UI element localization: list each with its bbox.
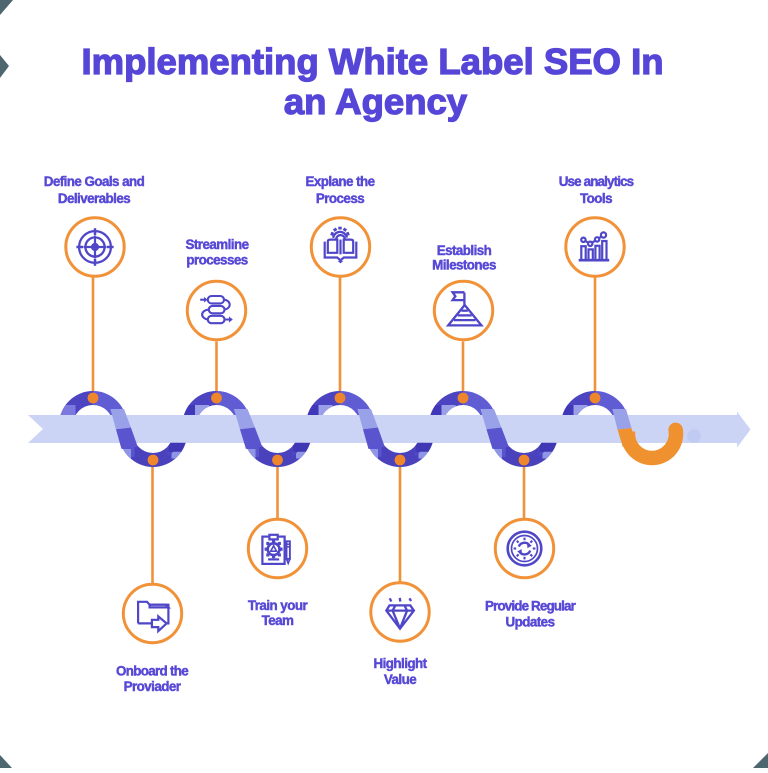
- svg-text:Process: Process: [316, 191, 364, 206]
- svg-text:Team: Team: [262, 613, 294, 628]
- svg-text:Proviader: Proviader: [124, 679, 182, 694]
- svg-text:Value: Value: [384, 672, 416, 687]
- svg-text:Implementing White Label SEO I: Implementing White Label SEO In: [81, 41, 663, 82]
- svg-text:Onboard the: Onboard the: [116, 664, 188, 679]
- svg-text:processes: processes: [186, 253, 247, 268]
- svg-text:Explane the: Explane the: [305, 174, 374, 189]
- svg-text:Milestones: Milestones: [432, 258, 496, 273]
- svg-text:Updates: Updates: [506, 615, 555, 630]
- svg-text:Tools: Tools: [580, 191, 612, 206]
- svg-text:an Agency: an Agency: [284, 81, 468, 122]
- svg-text:Streamline: Streamline: [186, 237, 249, 252]
- svg-text:Highlight: Highlight: [373, 656, 427, 671]
- svg-text:Define Goals and: Define Goals and: [44, 174, 145, 189]
- svg-text:Train your: Train your: [248, 598, 309, 613]
- svg-text:Use analytics: Use analytics: [559, 174, 634, 189]
- svg-text:Establish: Establish: [437, 243, 492, 258]
- svg-text:Provide Regular: Provide Regular: [485, 599, 577, 614]
- svg-text:Deliverables: Deliverables: [58, 191, 130, 206]
